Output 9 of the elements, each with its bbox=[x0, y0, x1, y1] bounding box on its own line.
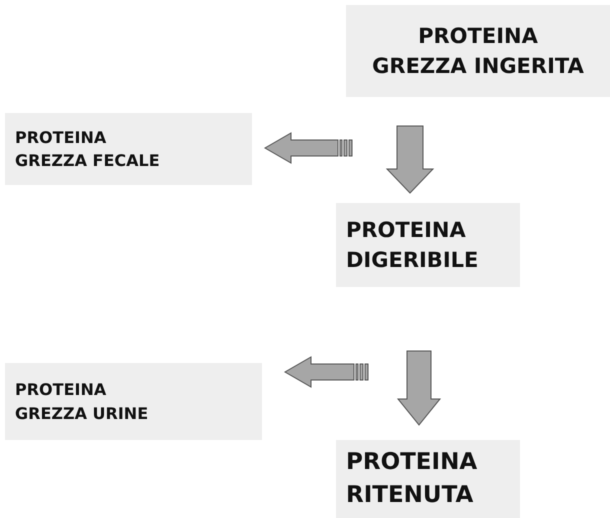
block-arrow bbox=[396, 350, 442, 426]
node-label: PROTEINA RITENUTA bbox=[346, 448, 478, 510]
block-arrow bbox=[284, 356, 368, 388]
node-label: PROTEINA GREZZA FECALE bbox=[15, 126, 161, 172]
block-arrow bbox=[386, 126, 434, 194]
node-label: PROTEINA GREZZA URINE bbox=[15, 379, 150, 424]
node-label: PROTEINA GREZZA INGERITA bbox=[371, 22, 585, 80]
node-label: PROTEINA DIGERIBILE bbox=[346, 216, 480, 274]
block-arrow bbox=[264, 132, 352, 164]
